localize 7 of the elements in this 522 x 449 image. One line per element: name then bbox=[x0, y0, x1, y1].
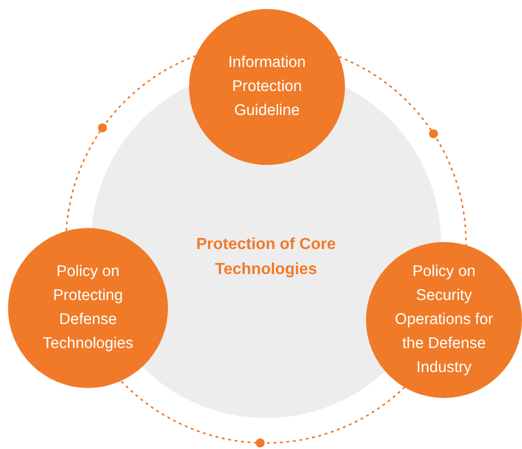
topic-label: Policy on Security Operations for the Defense Industry bbox=[394, 262, 494, 378]
dotted-arc bbox=[338, 56, 467, 246]
dotted-arc bbox=[66, 55, 196, 231]
topic-label: Information Protection Guideline bbox=[227, 52, 307, 121]
dotted-arc bbox=[120, 380, 406, 444]
center-title: Protection of Core Technologies bbox=[195, 235, 337, 280]
topic-label: Policy on Protecting Defense Technologies bbox=[42, 262, 134, 354]
